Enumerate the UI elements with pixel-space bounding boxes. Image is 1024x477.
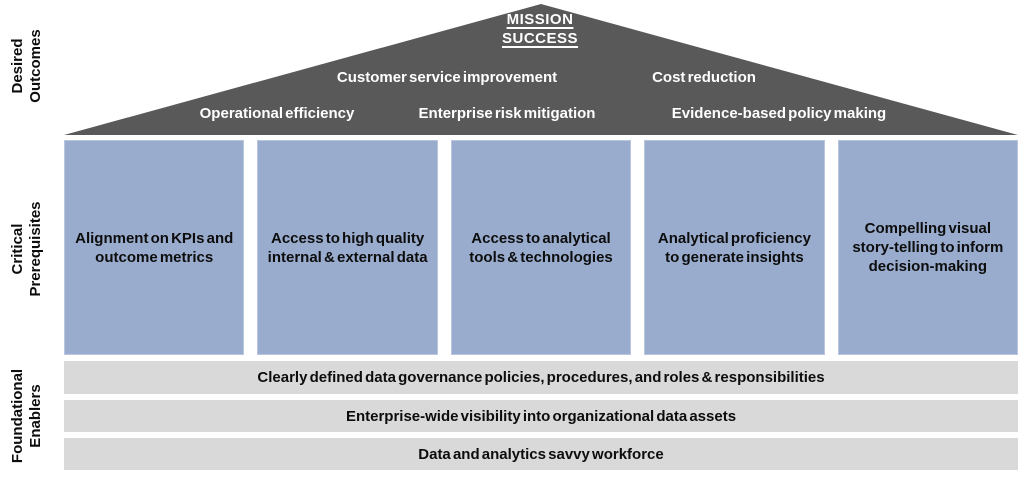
prerequisite-box-analytical-tools: Access to analytical tools & technologie… [450, 140, 632, 355]
enabler-bar-savvy-workforce: Data and analytics savvy workforce [64, 438, 1018, 470]
outcome-operational-efficiency: Operational efficiency [199, 105, 355, 122]
side-label-line: Outcomes [27, 29, 44, 103]
prerequisite-box-label: Analytical proficiency to generate insig… [657, 229, 811, 266]
prerequisite-box-data-access: Access to high quality internal & extern… [257, 140, 438, 355]
prerequisite-box-label: Access to analytical tools & technologie… [469, 229, 613, 266]
mission-title-line: MISSION [506, 11, 574, 28]
outcome-cost-reduction: Cost reduction [652, 69, 756, 86]
prerequisite-box-kpi-alignment: Alignment on KPIs and outcome metrics [64, 140, 245, 355]
critical-prerequisites-row: Alignment on KPIs and outcome metrics Ac… [64, 140, 1019, 355]
enabler-bar-label: Data and analytics savvy workforce [418, 445, 664, 463]
prerequisite-box-label: Compelling visual story-telling to infor… [852, 220, 1004, 275]
prerequisite-box-label: Access to high quality internal & extern… [267, 229, 428, 266]
side-label-line: Enablers [27, 384, 44, 448]
mission-success-title: MISSION SUCCESS [502, 10, 578, 48]
prerequisite-box-visual-storytelling: Compelling visual story-telling to infor… [837, 140, 1019, 355]
prerequisite-box-label: Alignment on KPIs and outcome metrics [75, 229, 234, 266]
enabler-bar-data-visibility: Enterprise-wide visibility into organiza… [64, 400, 1018, 432]
outcome-evidence-based-policy-making: Evidence-based policy making [671, 105, 887, 122]
mission-title-line: SUCCESS [501, 30, 579, 47]
enabler-bar-label: Clearly defined data governance policies… [257, 369, 825, 386]
side-label-desired-outcomes: Desired Outcomes [7, 6, 47, 126]
prerequisite-box-analytical-proficiency: Analytical proficiency to generate insig… [644, 140, 825, 355]
outcome-enterprise-risk-mitigation: Enterprise risk mitigation [418, 105, 596, 122]
side-label-line: Desired [9, 38, 26, 94]
side-label-line: Foundational [9, 368, 26, 464]
side-label-foundational-enablers: Foundational Enablers [7, 351, 47, 477]
side-label-critical-prerequisites: Critical Prerequisites [7, 179, 47, 319]
side-label-line: Critical [9, 223, 26, 275]
enabler-bar-label: Enterprise-wide visibility into organiza… [345, 407, 737, 425]
outcome-customer-service-improvement: Customer service improvement [336, 69, 558, 86]
enabler-bar-data-governance: Clearly defined data governance policies… [64, 361, 1018, 394]
side-label-line: Prerequisites [27, 201, 44, 297]
